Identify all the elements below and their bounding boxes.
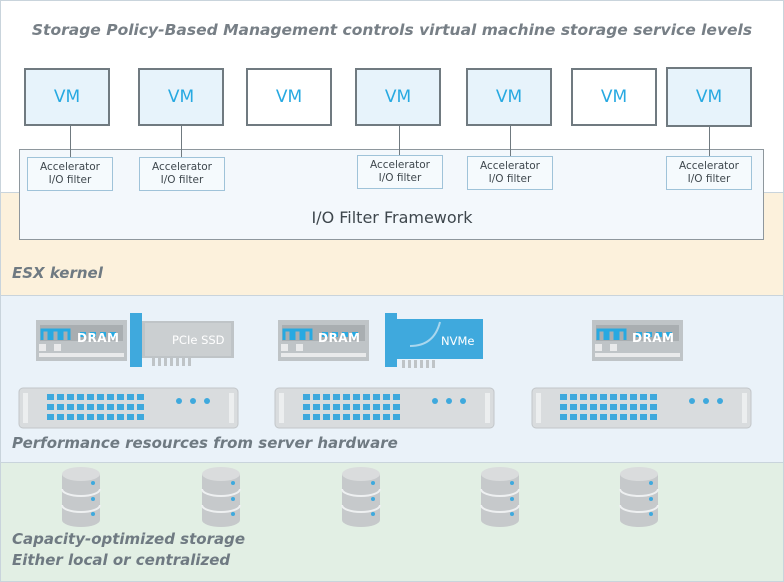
- vm-connector: [510, 126, 511, 156]
- dram-label: DRAM: [632, 331, 675, 345]
- nvme-label: NVMe: [441, 334, 475, 348]
- capacity-caption-line1: Capacity-optimized storage: [12, 530, 246, 548]
- vm-connector: [70, 126, 71, 157]
- vm-box: VM: [138, 68, 224, 126]
- pcie-ssd-card: [130, 313, 234, 367]
- diagram-title: Storage Policy-Based Management controls…: [31, 21, 753, 39]
- vm-box: VM: [246, 68, 332, 126]
- kernel-label: ESX kernel: [12, 264, 103, 282]
- dram-label: DRAM: [77, 331, 120, 345]
- vm-box: VM: [571, 68, 657, 126]
- vm-connector: [181, 126, 182, 157]
- vm-box: VM: [24, 68, 110, 126]
- nvme-card: [385, 313, 483, 368]
- pcie-ssd-label: PCIe SSD: [172, 333, 225, 347]
- vm-box: VM: [355, 68, 441, 126]
- dram-label: DRAM: [318, 331, 361, 345]
- vm-box: VM: [666, 67, 752, 127]
- performance-caption: Performance resources from server hardwa…: [12, 434, 398, 452]
- capacity-caption-line2: Either local or centralized: [12, 551, 231, 569]
- vm-connector: [709, 126, 710, 156]
- vm-connector: [399, 126, 400, 155]
- vm-box: VM: [466, 68, 552, 126]
- framework-label: I/O Filter Framework: [311, 208, 473, 227]
